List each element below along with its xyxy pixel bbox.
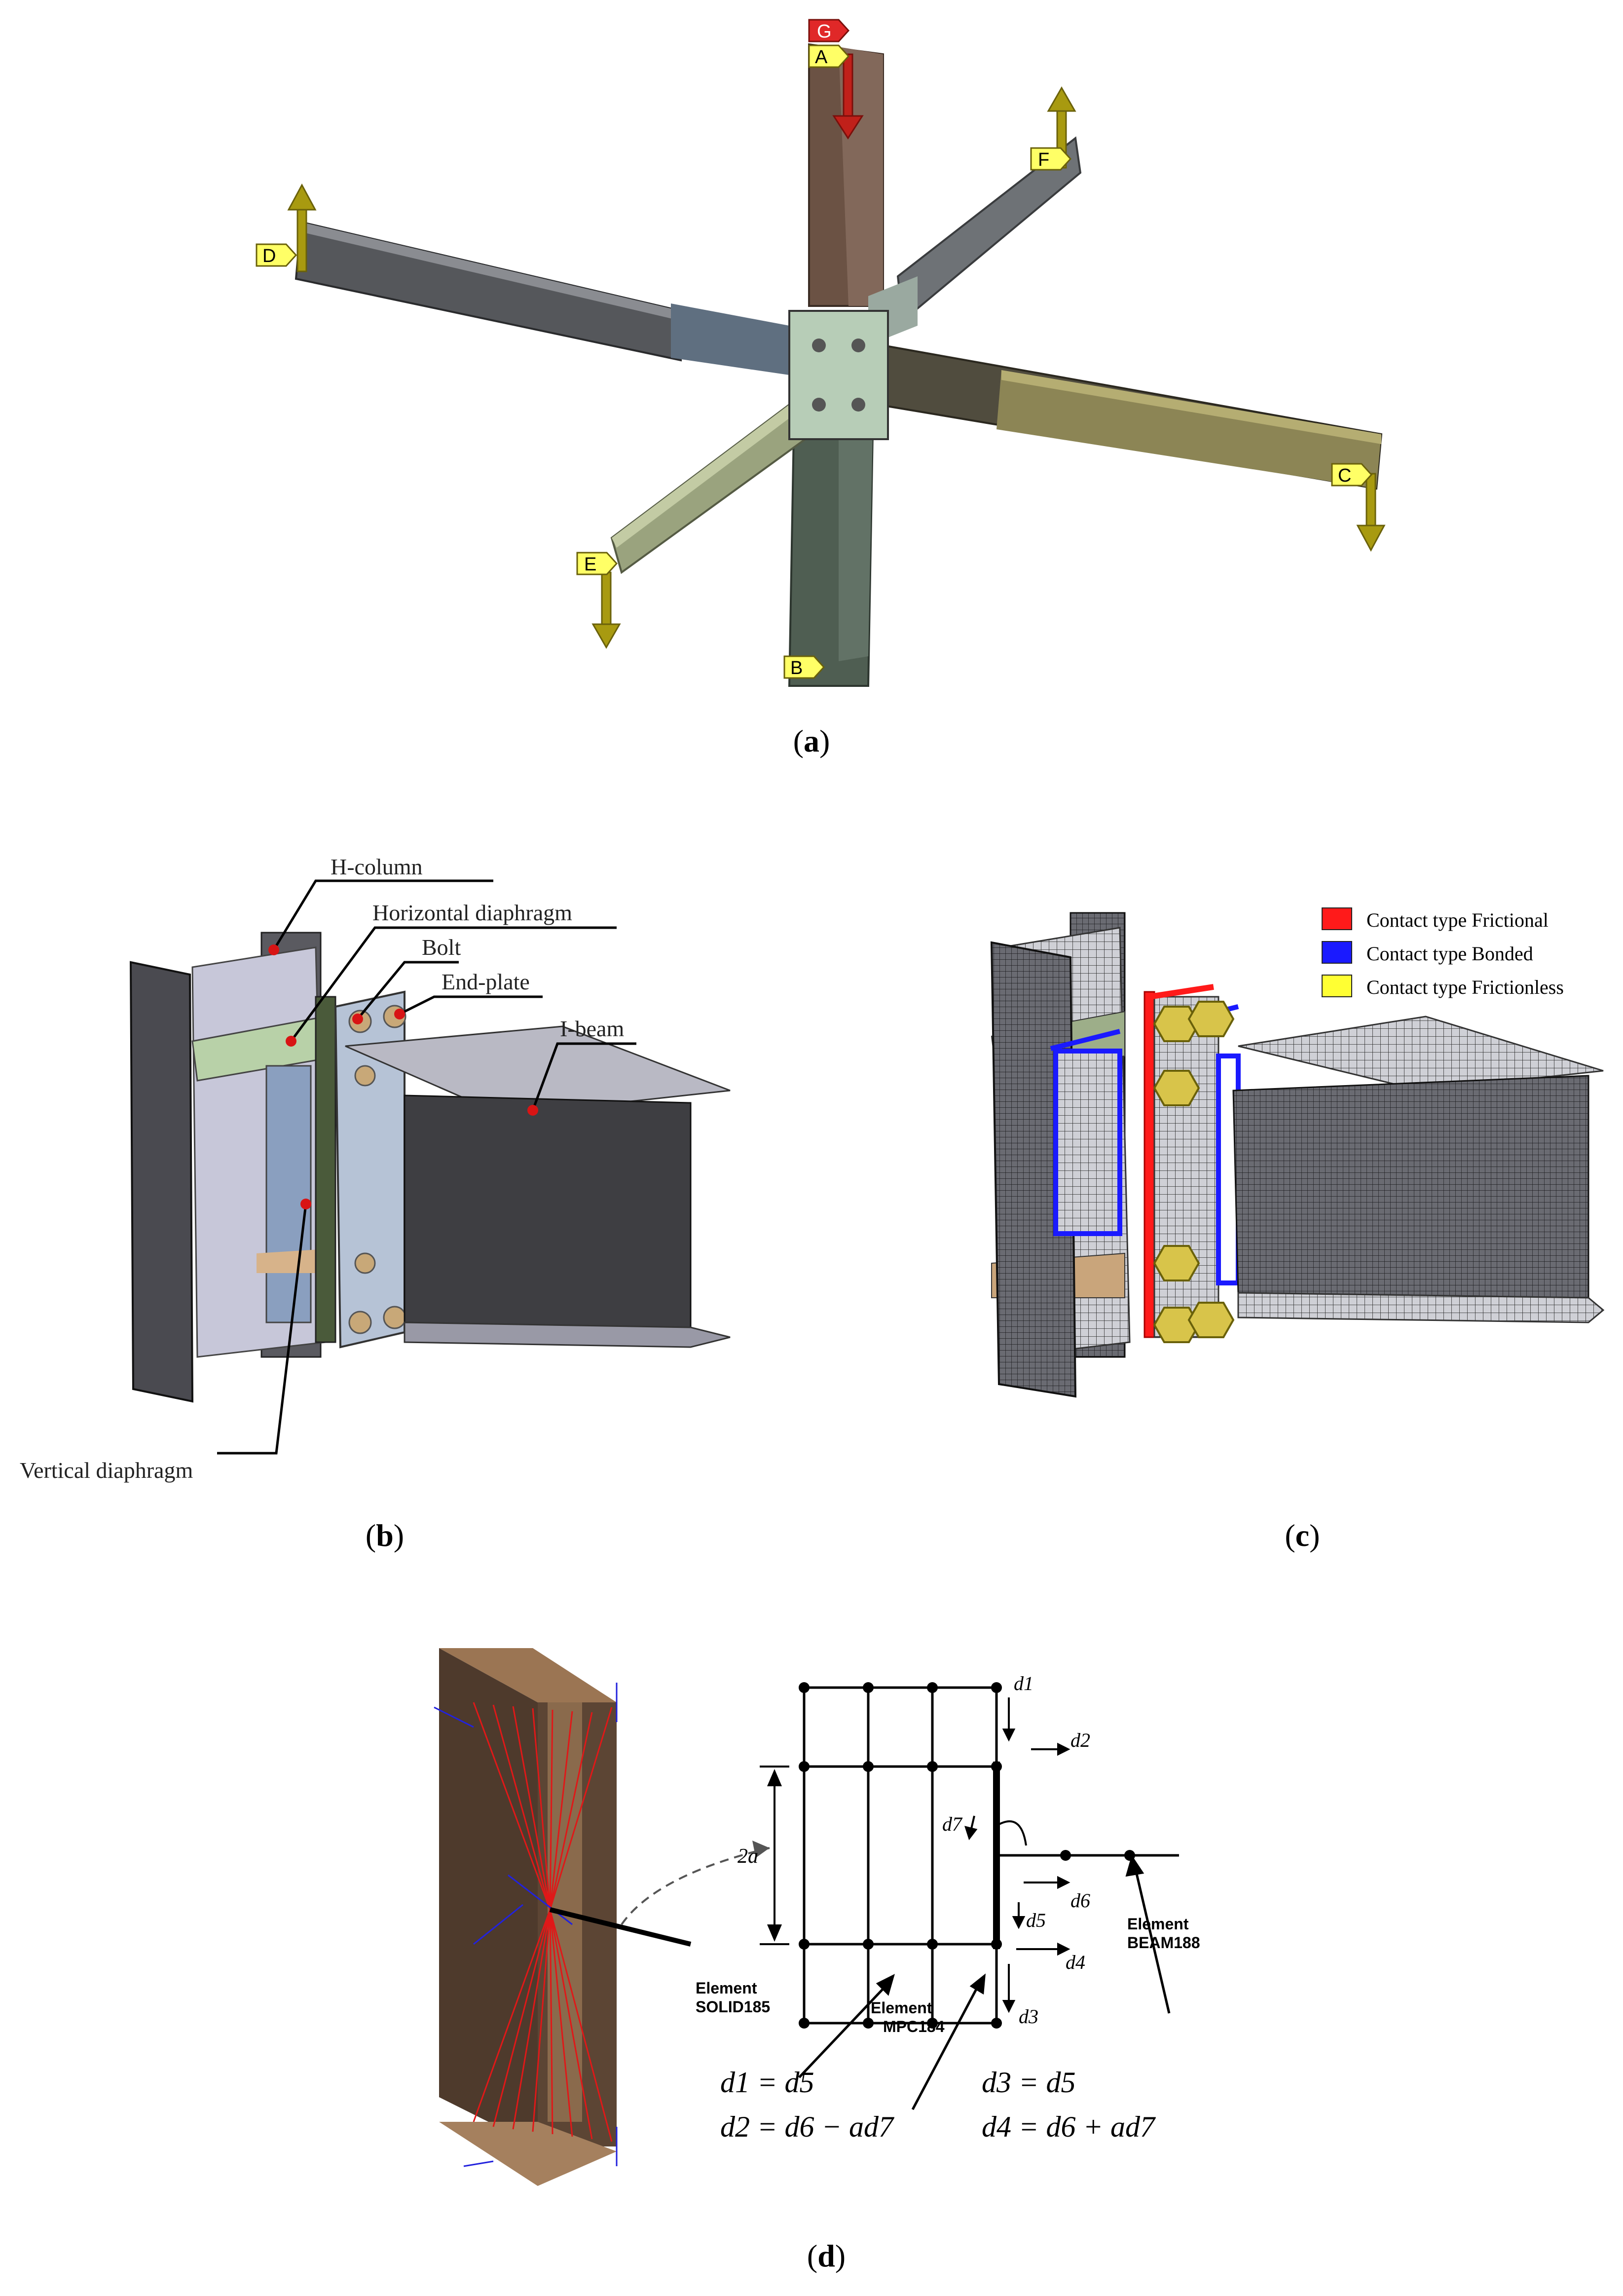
label-b: B: [790, 658, 803, 678]
element-mpc-1: Element: [871, 1999, 932, 2017]
label-tag-a: A: [808, 44, 850, 68]
d-label-1: d1: [1014, 1672, 1033, 1694]
element-beam-1: Element: [1127, 1915, 1189, 1933]
panel-a-model: G A F D C E B: [256, 19, 1386, 687]
h-column-front-flange: [129, 961, 194, 1403]
vertical-diaphragm: [265, 1065, 312, 1323]
beam-element-line: [549, 1907, 692, 1947]
solid-mesh-grid: [803, 1686, 998, 2025]
equation-4: d4 = d6 + ad7: [982, 2110, 1156, 2143]
equation-3: d2 = d6 − ad7: [720, 2110, 895, 2143]
element-mpc-2: MPC184: [883, 2018, 945, 2035]
label-g: G: [817, 21, 832, 42]
label-c: C: [1338, 465, 1351, 486]
panel-d-model: 2a d1 d2 d7 d6 d5 d4 d3 Element SOLID185…: [434, 1648, 1200, 2186]
d-label-7: d7: [942, 1813, 963, 1835]
column-lower-flange: [839, 405, 873, 661]
d-label-2: d2: [1070, 1729, 1090, 1751]
equation-2: d3 = d5: [982, 2066, 1076, 2099]
frictional-plate: [1143, 991, 1155, 1338]
constraint-fan: [473, 1702, 613, 2142]
equation-1: d1 = d5: [720, 2066, 814, 2099]
legend-label-frictional: Contact type Frictional: [1366, 909, 1549, 931]
label-tag-d: D: [256, 243, 297, 267]
legend: Contact type Frictional Contact type Bon…: [1322, 907, 1564, 998]
end-plate-a: [788, 310, 889, 440]
beam-d-end-blue: [671, 303, 789, 375]
i-beam-bottom-flange: [404, 1321, 731, 1348]
legend-swatch-frictionless: [1322, 975, 1352, 997]
d-label-4: d4: [1066, 1951, 1085, 1973]
d-label-6: d6: [1070, 1889, 1090, 1912]
panel-c-mesh: Contact type Frictional Contact type Bon…: [990, 907, 1605, 1398]
d-label-5: d5: [1026, 1909, 1046, 1931]
callout-bolt: Bolt: [422, 935, 461, 960]
callout-horizontal-diaphragm: Horizontal diaphragm: [372, 900, 572, 925]
load-arrow-d: [287, 183, 317, 272]
beam-c-flange: [1001, 370, 1381, 444]
caption-a: (a): [793, 723, 830, 758]
d-label-3: d3: [1019, 2005, 1038, 2028]
legend-swatch-frictional: [1322, 907, 1352, 930]
label-f: F: [1038, 150, 1049, 170]
callout-vertical-diaphragm: Vertical diaphragm: [20, 1458, 193, 1483]
panel-b-model: H-column Horizontal diaphragm Bolt End-p…: [20, 854, 731, 1483]
label-tag-b: B: [783, 655, 825, 679]
element-solid-1: Element: [696, 1979, 757, 1997]
i-beam-web-mesh: [1232, 1075, 1589, 1299]
label-tag-g: G: [808, 19, 850, 42]
load-arrow-g: [832, 53, 864, 140]
beam-e-flange: [612, 390, 814, 548]
beam-c-yellow: [996, 370, 1381, 489]
caption-c: (c): [1285, 1518, 1320, 1553]
load-arrow-c: [1356, 473, 1386, 552]
label-tag-f: F: [1030, 147, 1072, 171]
frictionless-bolts: [1153, 1001, 1235, 1343]
beam-d-flange: [301, 222, 681, 321]
element-beam-2: BEAM188: [1127, 1934, 1200, 1952]
i-beam-top-flange: [345, 1025, 731, 1116]
caption-d: (d): [807, 2238, 846, 2273]
label-tag-e: E: [576, 552, 618, 575]
label-e: E: [584, 554, 596, 575]
element-solid-2: SOLID185: [696, 1998, 770, 2016]
legend-label-bonded: Contact type Bonded: [1366, 942, 1533, 965]
load-arrow-e: [591, 571, 621, 649]
label-a: A: [815, 47, 828, 68]
caption-b: (b): [365, 1518, 405, 1553]
label-d: D: [262, 246, 276, 266]
label-tag-c: C: [1331, 463, 1373, 487]
callout-end-plate: End-plate: [442, 969, 530, 994]
callout-h-column: H-column: [331, 854, 423, 879]
legend-label-frictionless: Contact type Frictionless: [1366, 976, 1564, 998]
legend-swatch-bonded: [1322, 941, 1352, 964]
dim-2a: 2a: [738, 1845, 758, 1868]
i-beam-web: [404, 1094, 692, 1331]
callout-i-beam: I-beam: [560, 1016, 624, 1041]
